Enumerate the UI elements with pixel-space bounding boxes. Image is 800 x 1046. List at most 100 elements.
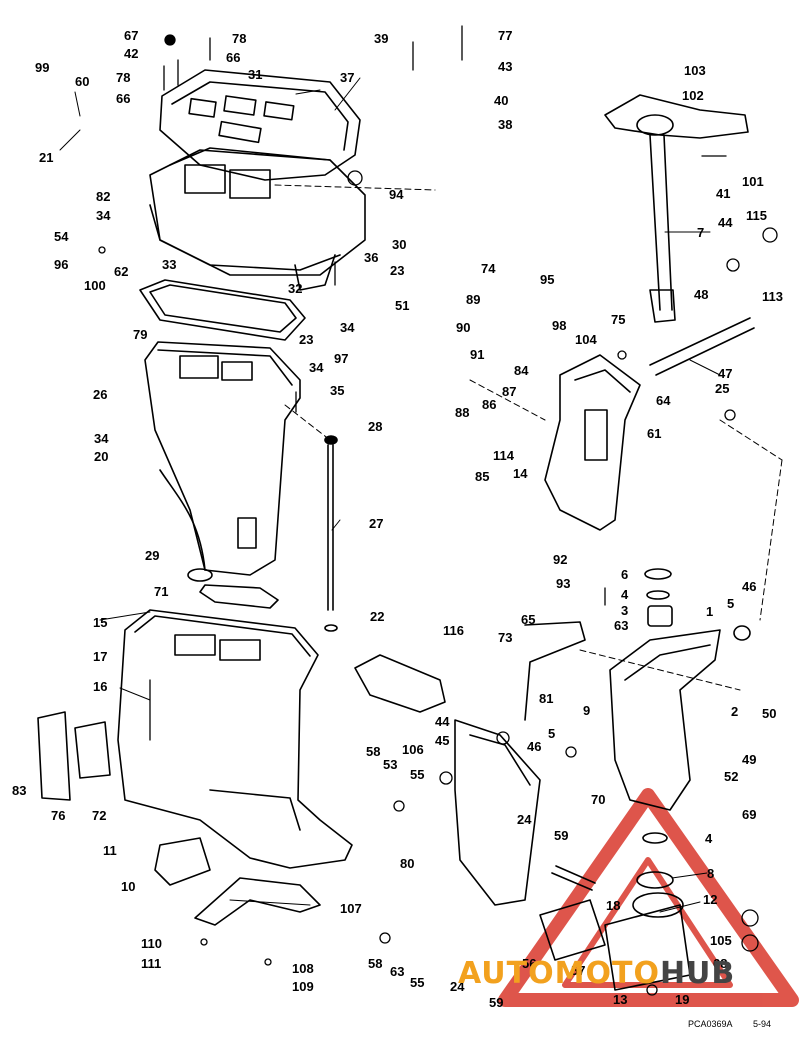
- figure-code: PCA0369A: [688, 1019, 733, 1029]
- callout-36: 36: [364, 250, 379, 265]
- callout-97: 97: [334, 351, 349, 366]
- callout-100: 100: [84, 278, 106, 293]
- adapter-plate-37: [159, 69, 361, 181]
- callout-73: 73: [498, 630, 513, 645]
- callout-71: 71: [154, 584, 169, 599]
- callout-46: 46: [742, 579, 757, 594]
- lower-housing-15: [117, 609, 353, 869]
- callout-85: 85: [475, 469, 490, 484]
- callout-106: 106: [402, 742, 424, 757]
- callout-48: 48: [694, 287, 709, 302]
- callout-26: 26: [93, 387, 108, 402]
- callout-62: 62: [114, 264, 129, 279]
- callout-33: 33: [162, 257, 177, 272]
- callout-68: 68: [713, 956, 728, 971]
- callout-69: 69: [742, 807, 757, 822]
- driveshaft-27: [324, 435, 338, 632]
- callout-93: 93: [556, 576, 571, 591]
- callout-44: 44: [718, 215, 733, 230]
- callout-79: 79: [133, 327, 148, 342]
- callout-32: 32: [288, 281, 303, 296]
- watermark-part-1: AUTOMOTO: [458, 956, 660, 991]
- revision-code: 5-94: [753, 1019, 772, 1029]
- callout-18: 18: [606, 898, 621, 913]
- callout-47: 47: [718, 366, 733, 381]
- callout-96: 96: [54, 257, 69, 272]
- driveshaft-housing-26: [144, 341, 301, 576]
- callout-7: 7: [697, 225, 705, 240]
- watermark-part-2: HUB: [659, 956, 736, 991]
- callout-63: 63: [614, 618, 629, 633]
- callout-89: 89: [466, 292, 481, 307]
- callout-28: 28: [368, 419, 383, 434]
- callout-58: 58: [368, 956, 383, 971]
- tilt-cylinder-18-12: [539, 892, 691, 991]
- callout-45: 45: [435, 733, 450, 748]
- callout-11: 11: [103, 843, 117, 858]
- callout-20: 20: [94, 449, 109, 464]
- callout-53: 53: [383, 757, 398, 772]
- callout-59: 59: [489, 995, 504, 1010]
- callout-25: 25: [715, 381, 730, 396]
- plate-76-72: [37, 711, 111, 801]
- callout-55: 55: [410, 975, 425, 990]
- callout-54: 54: [54, 229, 69, 244]
- callout-4: 4: [705, 831, 713, 846]
- bushings-8-4-3-5: [636, 568, 751, 889]
- callout-94: 94: [389, 187, 404, 202]
- callout-74: 74: [481, 261, 496, 276]
- callout-5: 5: [727, 596, 735, 611]
- callout-42: 42: [124, 46, 139, 61]
- callout-60: 60: [75, 74, 90, 89]
- stern-bracket-1: [609, 629, 721, 811]
- callout-14: 14: [513, 466, 528, 481]
- tilt-tube-47: [649, 317, 755, 376]
- callout-87: 87: [502, 384, 517, 399]
- callout-90: 90: [456, 320, 471, 335]
- callout-30: 30: [392, 237, 407, 252]
- callout-65: 65: [521, 612, 536, 627]
- callout-12: 12: [703, 892, 718, 907]
- callout-24: 24: [517, 812, 532, 827]
- callout-99: 99: [35, 60, 50, 75]
- watermark-triangle-logo: [498, 788, 799, 1007]
- callout-37: 37: [340, 70, 355, 85]
- callout-110: 110: [141, 936, 162, 951]
- callout-22: 22: [370, 609, 385, 624]
- callout-44: 44: [435, 714, 450, 729]
- callout-92: 92: [553, 552, 568, 567]
- fasteners: [98, 25, 778, 996]
- callout-5: 5: [548, 726, 556, 741]
- callout-59: 59: [554, 828, 569, 843]
- callout-51: 51: [395, 298, 410, 313]
- callout-115: 115: [746, 208, 767, 223]
- callout-70: 70: [591, 792, 606, 807]
- callout-107: 107: [340, 901, 362, 916]
- callout-63: 63: [390, 964, 405, 979]
- callout-46: 46: [527, 739, 542, 754]
- callout-111: 111: [141, 956, 162, 971]
- callout-40: 40: [494, 93, 509, 108]
- callout-35: 35: [330, 383, 345, 398]
- callout-75: 75: [611, 312, 626, 327]
- callout-83: 83: [12, 783, 27, 798]
- callout-64: 64: [656, 393, 671, 408]
- callout-50: 50: [762, 706, 777, 721]
- callout-105: 105: [710, 933, 732, 948]
- callout-108: 108: [292, 961, 314, 976]
- callout-2: 2: [731, 704, 739, 719]
- callout-66: 66: [116, 91, 131, 106]
- callout-29: 29: [145, 548, 160, 563]
- callout-113: 113: [762, 289, 783, 304]
- callout-95: 95: [540, 272, 555, 287]
- callout-55: 55: [410, 767, 425, 782]
- callout-78: 78: [116, 70, 131, 85]
- callout-1: 1: [706, 604, 714, 619]
- callout-23: 23: [299, 332, 314, 347]
- callout-34: 34: [309, 360, 324, 375]
- exhaust-housing-30: [149, 147, 366, 291]
- callout-57: 57: [571, 963, 586, 978]
- callout-23: 23: [390, 263, 405, 278]
